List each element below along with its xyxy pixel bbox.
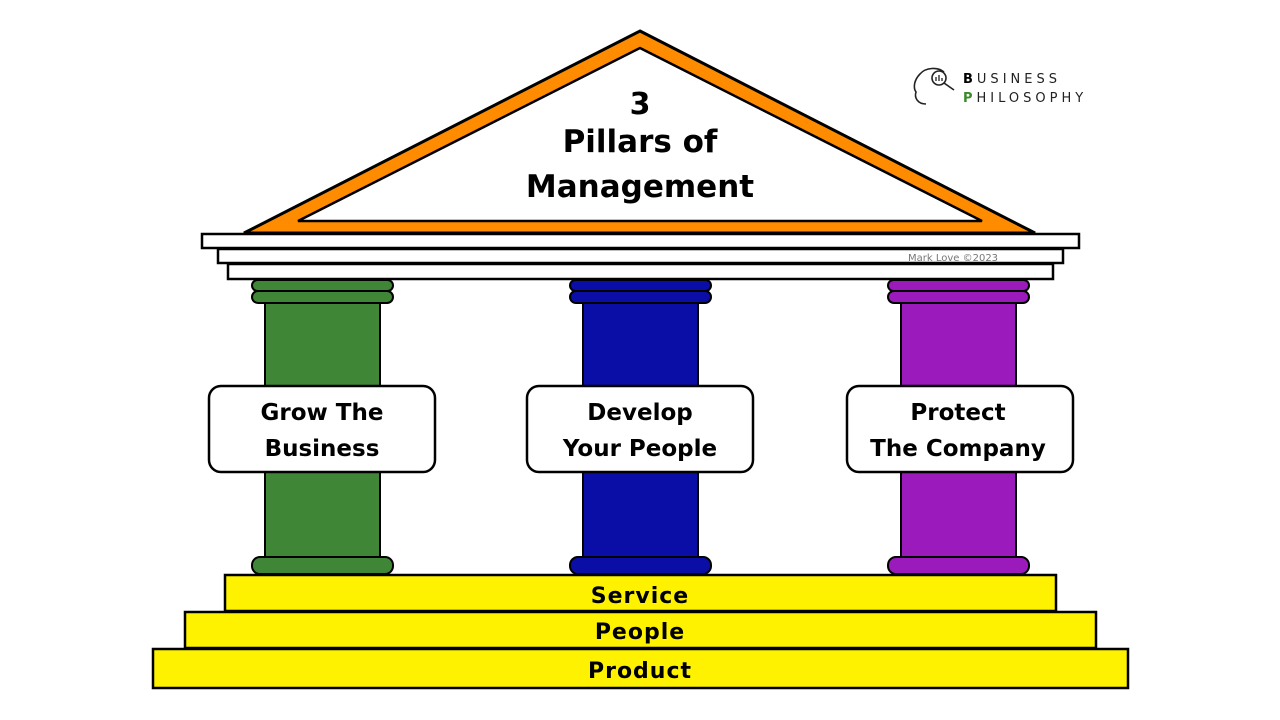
pillar-capital-bottom (887, 290, 1030, 304)
foundation-steps: Service People Product (151, 573, 1130, 690)
pillar-base (251, 556, 394, 575)
logo-line1-rest: USINESS (977, 72, 1061, 87)
step-people-label: People (595, 620, 685, 645)
logo-line2-rest: HILOSOPHY (977, 91, 1088, 106)
step-product-label: Product (588, 659, 692, 684)
pillar-base (569, 556, 712, 575)
roof: 3 Pillars of Management (243, 29, 1036, 235)
logo-line1: BUSINESS (963, 72, 1061, 87)
pillar-label-line1: Protect (910, 400, 1005, 426)
entablature-top (200, 232, 1081, 250)
head-magnifier-icon (913, 67, 955, 105)
pillar-develop-your-people: Develop Your People (525, 279, 755, 575)
roof-triangle-inner (297, 46, 983, 223)
roof-title-line1: Pillars of (563, 124, 718, 160)
pillar-capital-top (251, 279, 394, 292)
pillar-label-line2: Business (265, 436, 380, 462)
business-philosophy-logo: BUSINESS PHILOSOPHY (913, 67, 1087, 106)
logo-line2-initial: P (963, 91, 977, 106)
pillar-label-box (207, 384, 437, 474)
roof-title-line2: Management (526, 169, 754, 205)
step-product (151, 647, 1130, 690)
pillar-label-line1: Grow The (261, 400, 384, 426)
pillar-label-line1: Develop (587, 400, 692, 426)
logo-line2: PHILOSOPHY (963, 91, 1087, 106)
pillar-label-box (525, 384, 755, 474)
pillar-label-line2: The Company (870, 436, 1046, 462)
pillar-label-box (845, 384, 1075, 474)
pillar-capital-top (887, 279, 1030, 292)
step-service (223, 573, 1058, 613)
pillar-capital-bottom (569, 290, 712, 304)
pillar-grow-the-business: Grow The Business (207, 279, 437, 575)
pillar-protect-the-company: Protect The Company (845, 279, 1075, 575)
credit-text: Mark Love ©2023 (908, 253, 998, 264)
pillar-capital-top (569, 279, 712, 292)
logo-line1-initial: B (963, 72, 977, 87)
entablature-bottom (226, 262, 1055, 281)
step-service-label: Service (591, 584, 689, 609)
pillar-capital-bottom (251, 290, 394, 304)
roof-number: 3 (630, 87, 651, 122)
pillar-base (887, 556, 1030, 575)
pillar-label-line2: Your People (562, 436, 717, 462)
